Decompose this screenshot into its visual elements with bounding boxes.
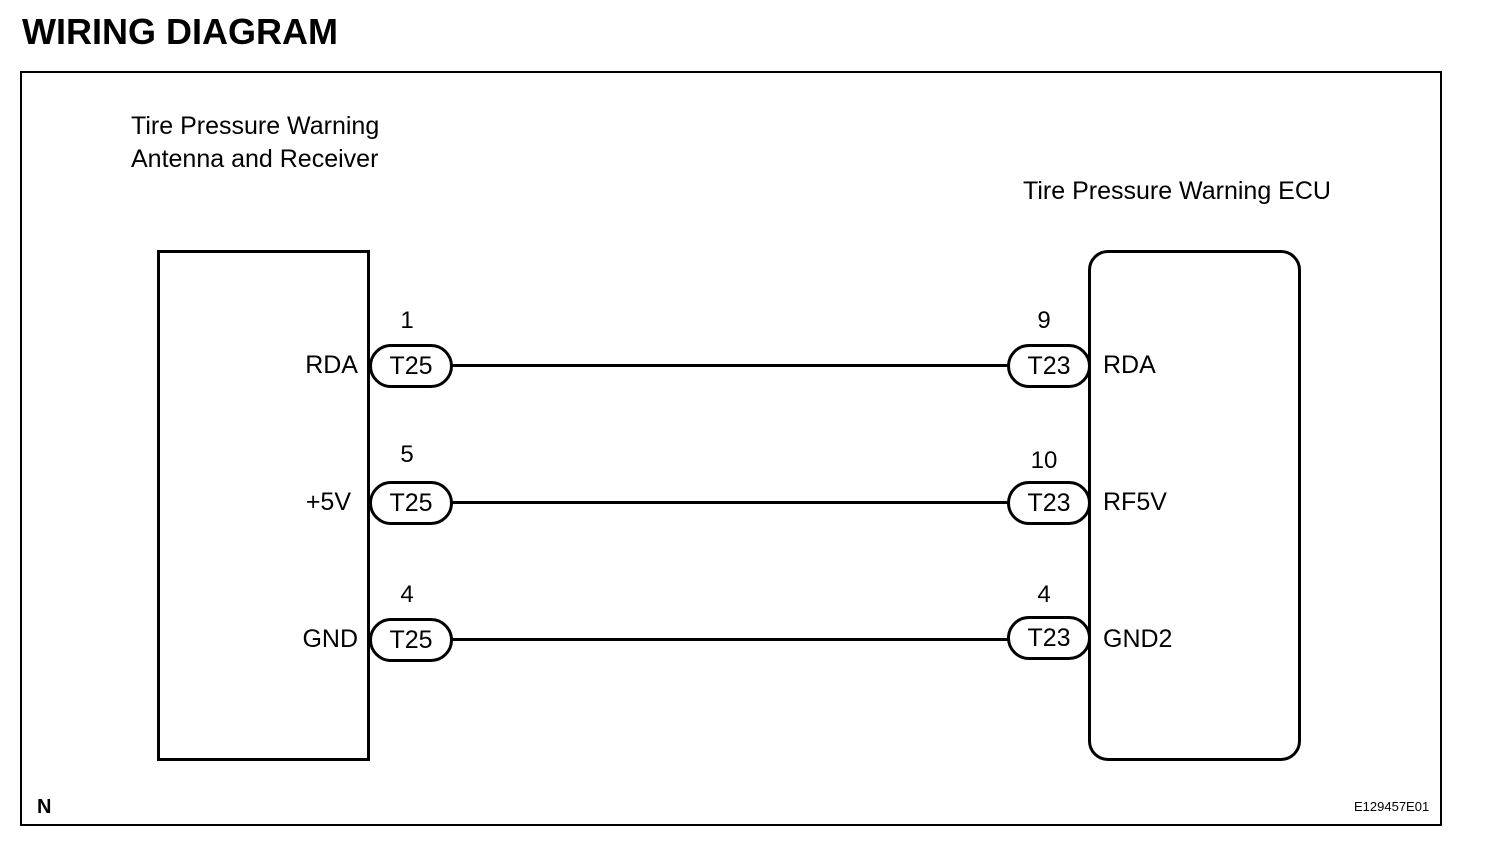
left-pin-number: 4	[400, 581, 414, 608]
right-signal-label: GND2	[1103, 625, 1173, 653]
wire-5v	[451, 501, 1009, 504]
wire-gnd	[451, 638, 1009, 641]
right-connector-t23: T23	[1007, 616, 1091, 660]
page-title: WIRING DIAGRAM	[22, 11, 338, 52]
left-connector-t25: T25	[369, 344, 453, 388]
diagram-frame	[20, 71, 1442, 826]
corner-mark: N	[37, 796, 52, 818]
left-signal-label: GND	[302, 625, 358, 653]
left-connector-t25: T25	[369, 481, 453, 525]
right-signal-label: RDA	[1103, 351, 1156, 379]
right-pin-number: 9	[1037, 307, 1051, 334]
left-pin-number: 1	[400, 307, 414, 334]
left-connector-t25: T25	[369, 618, 453, 662]
wire-rda	[451, 364, 1009, 367]
right-signal-label: RF5V	[1103, 488, 1167, 516]
right-pin-number: 4	[1037, 581, 1051, 608]
right-connector-t23: T23	[1007, 344, 1091, 388]
figure-reference: E129457E01	[1354, 799, 1430, 814]
right-connector-t23: T23	[1007, 481, 1091, 525]
right-pin-number: 10	[1030, 447, 1058, 474]
left-pin-number: 5	[400, 441, 414, 468]
antenna-receiver-box	[157, 250, 370, 761]
left-signal-label: +5V	[305, 488, 351, 516]
left-signal-label: RDA	[305, 351, 358, 379]
left-component-label-line2: Antenna and Receiver	[131, 145, 379, 173]
left-component-label-line1: Tire Pressure Warning	[131, 112, 380, 140]
right-component-label: Tire Pressure Warning ECU	[1023, 177, 1331, 205]
